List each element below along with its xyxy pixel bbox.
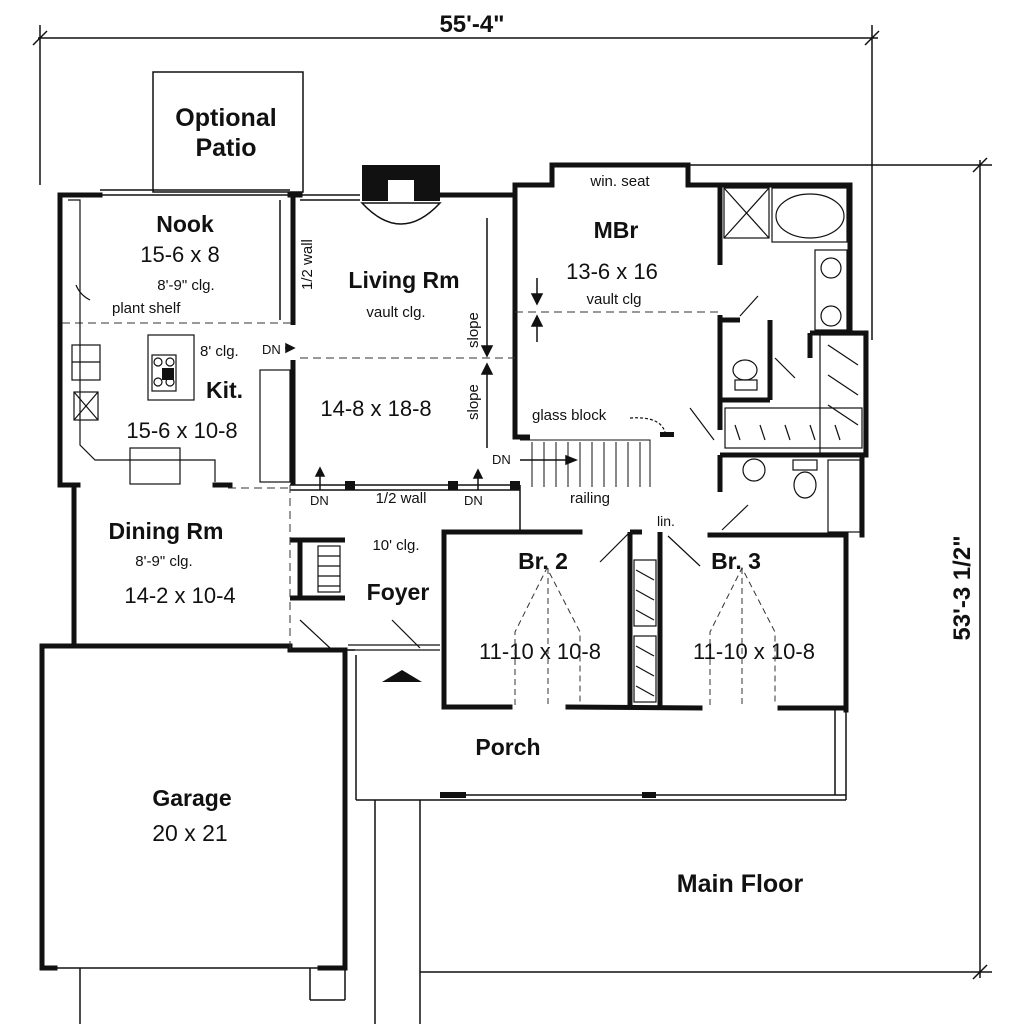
patio-label-line1: Optional bbox=[175, 104, 276, 132]
half-walls bbox=[100, 189, 521, 530]
bedroom2-name: Br. 2 bbox=[518, 548, 568, 574]
kitchen-name: Kit. bbox=[206, 377, 243, 403]
fireplace bbox=[360, 165, 442, 225]
porch-post bbox=[440, 792, 466, 798]
railing-label: railing bbox=[570, 490, 610, 507]
door-swings bbox=[299, 533, 701, 651]
master-bath-fixtures bbox=[689, 187, 863, 449]
closets bbox=[317, 334, 865, 703]
foyer-name: Foyer bbox=[367, 579, 430, 605]
slope-label-upper: slope bbox=[465, 312, 482, 348]
master-size: 13-6 x 16 bbox=[566, 259, 658, 284]
master-name: MBr bbox=[594, 217, 639, 243]
ceiling-lines bbox=[62, 311, 720, 650]
dn-label-stair: DN bbox=[492, 452, 511, 467]
window-seat-label: win. seat bbox=[589, 173, 650, 190]
bedroom-vault-lines bbox=[514, 566, 776, 705]
nook-ceiling: 8'-9" clg. bbox=[157, 277, 214, 294]
glass-block bbox=[660, 432, 674, 437]
kitchen-size: 15-6 x 10-8 bbox=[126, 418, 237, 443]
plant-shelf-note: plant shelf bbox=[112, 300, 181, 317]
depth-dimension bbox=[420, 157, 992, 980]
wall-post bbox=[510, 481, 520, 490]
dining-size: 14-2 x 10-4 bbox=[124, 583, 235, 608]
plant-shelf-leader bbox=[75, 284, 91, 301]
room-labels: Nook 15-6 x 8 8'-9" clg. plant shelf 8' … bbox=[109, 173, 815, 898]
width-dimension bbox=[32, 25, 880, 340]
hall-bath-fixtures bbox=[721, 458, 861, 533]
cooktop-burner bbox=[162, 368, 174, 380]
master-ceiling: vault clg bbox=[586, 291, 641, 308]
bedroom3-name: Br. 3 bbox=[711, 548, 761, 574]
nook-name: Nook bbox=[156, 211, 214, 237]
depth-dimension-label: 53'-3 1/2" bbox=[949, 535, 976, 640]
bedroom2-size: 11-10 x 10-8 bbox=[479, 639, 601, 664]
wall-post bbox=[448, 481, 458, 490]
patio-label-line2: Patio bbox=[195, 134, 256, 162]
garage-name: Garage bbox=[152, 785, 231, 811]
entry-arrow bbox=[382, 670, 422, 682]
dn-label-right: DN bbox=[464, 493, 483, 508]
dining-name: Dining Rm bbox=[109, 518, 224, 544]
kitchen-ceiling: 8' clg. bbox=[200, 343, 239, 360]
bedroom3-size: 11-10 x 10-8 bbox=[693, 639, 815, 664]
glass-block-leader bbox=[629, 417, 666, 433]
foyer-ceiling: 10' clg. bbox=[372, 537, 419, 554]
living-ceiling: vault clg. bbox=[366, 304, 425, 321]
width-dimension-label: 55'-4" bbox=[439, 11, 504, 38]
kitchen-counters bbox=[68, 199, 291, 485]
exterior-walls bbox=[39, 162, 869, 971]
half-wall-vertical-label: 1/2 wall bbox=[299, 239, 316, 290]
dn-label-kitchen: DN bbox=[262, 342, 281, 357]
garage-size: 20 x 21 bbox=[152, 820, 227, 846]
nook-size: 15-6 x 8 bbox=[140, 242, 220, 267]
living-size: 14-8 x 18-8 bbox=[320, 396, 431, 421]
porch-post bbox=[642, 792, 656, 798]
glass-block-label: glass block bbox=[532, 407, 607, 424]
interior-walls bbox=[290, 185, 862, 706]
dining-ceiling: 8'-9" clg. bbox=[135, 553, 192, 570]
floor-title: Main Floor bbox=[677, 870, 804, 898]
stair bbox=[520, 439, 651, 487]
dn-label-left: DN bbox=[310, 493, 329, 508]
living-name: Living Rm bbox=[348, 267, 459, 293]
slope-label-lower: slope bbox=[465, 384, 482, 420]
porch-name: Porch bbox=[475, 734, 540, 760]
half-wall-bottom-label: 1/2 wall bbox=[376, 490, 427, 507]
linen-label: lin. bbox=[657, 513, 675, 529]
wall-post bbox=[345, 481, 355, 490]
optional-patio-outline bbox=[152, 71, 304, 193]
